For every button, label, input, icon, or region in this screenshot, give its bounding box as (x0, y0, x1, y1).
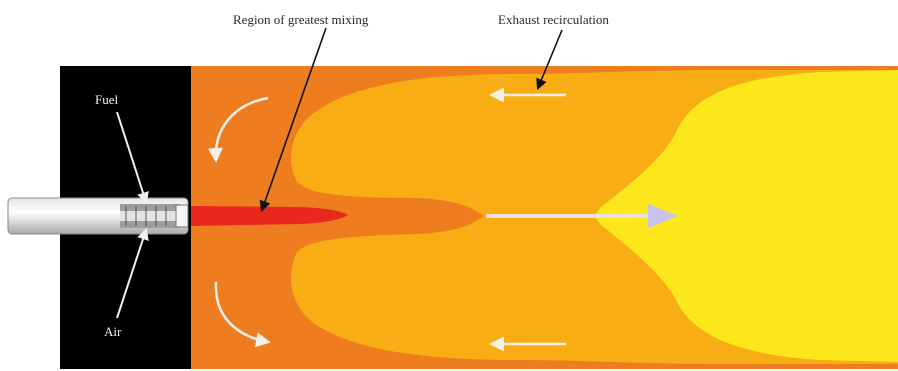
hot-core-zone (594, 70, 898, 362)
air-pointer-arrow (116, 227, 149, 319)
greatest-mixing-leader (259, 27, 327, 213)
fuel-pointer-arrow (116, 111, 149, 205)
lower-recirculation-arrow (214, 281, 271, 348)
air-label: Air (104, 324, 122, 339)
fuel-nozzle (120, 211, 180, 221)
nozzle-ticks (125, 206, 167, 226)
upper-recirculation-arrow (207, 96, 269, 163)
fuel-jet (191, 206, 348, 226)
fuel-label: Fuel (95, 92, 119, 107)
axial-flow-arrowhead (648, 204, 678, 228)
exhaust-recirculation-label: Exhaust recirculation (498, 12, 609, 27)
greatest-mixing-label: Region of greatest mixing (233, 12, 369, 27)
pipe-tip (175, 204, 189, 228)
exhaust-recirculation-leader (536, 29, 563, 91)
